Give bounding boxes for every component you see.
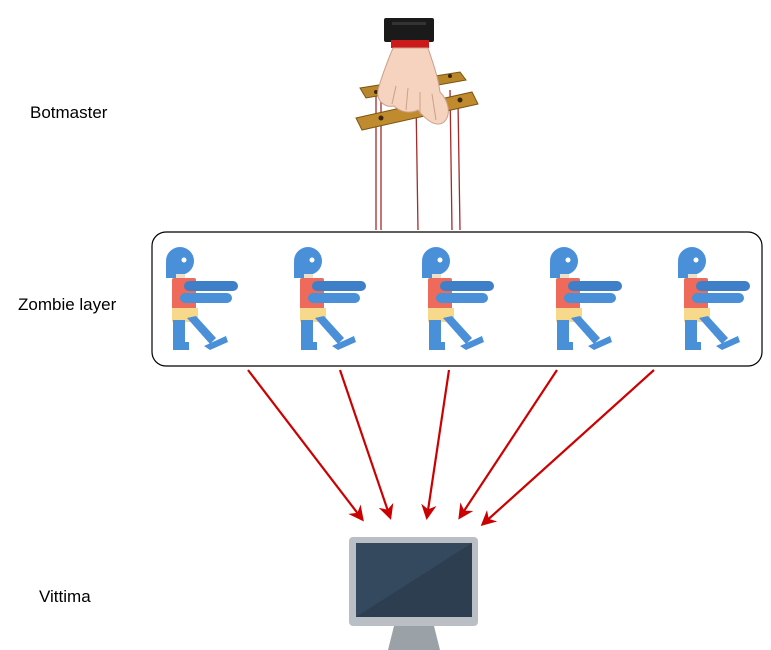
attack-arrow xyxy=(458,369,558,520)
attack-arrow xyxy=(338,369,394,520)
zombie-layer-label: Zombie layer xyxy=(18,295,117,314)
puppeteer-hand-icon xyxy=(355,18,479,231)
victim-label: Vittima xyxy=(39,587,91,606)
attack-arrow xyxy=(480,369,655,527)
botmaster-label: Botmaster xyxy=(30,103,108,122)
attack-arrow xyxy=(421,369,451,521)
computer-monitor-icon xyxy=(349,537,478,650)
attack-arrow xyxy=(247,369,364,522)
